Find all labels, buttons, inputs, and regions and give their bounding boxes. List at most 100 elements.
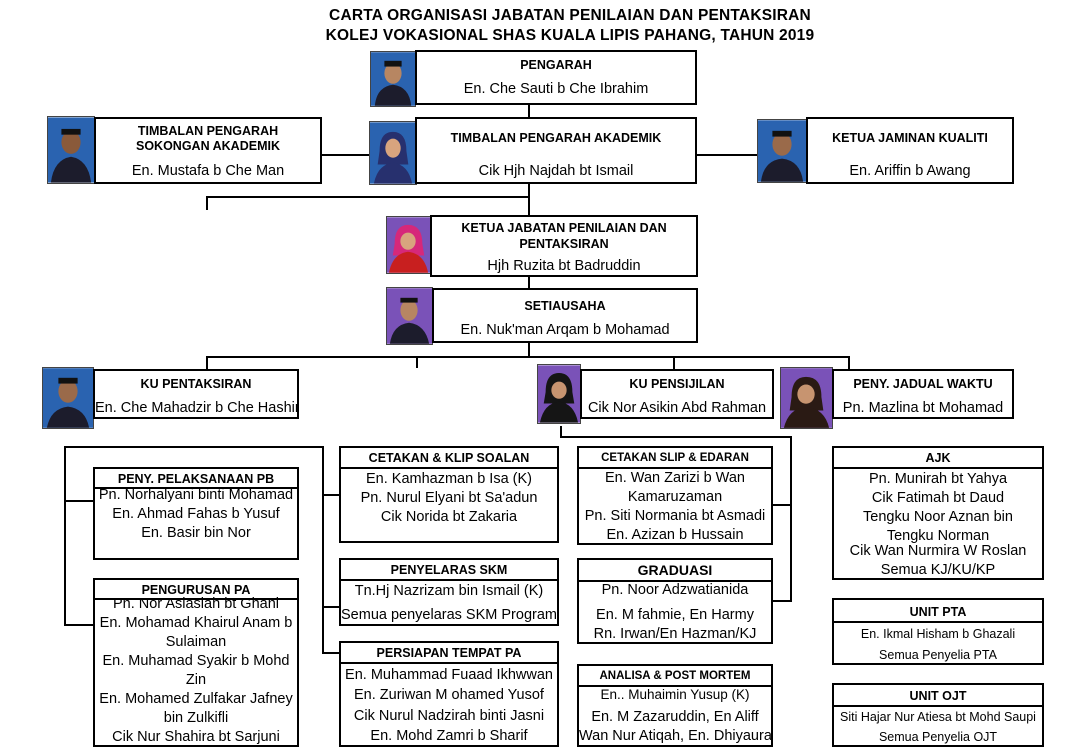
- connector-line: [206, 196, 528, 198]
- member-name: En. Zuriwan M ohamed Yusof: [354, 687, 544, 703]
- connector-line: [808, 356, 850, 358]
- member-name: En. Mohamed Zulfakar Jafney: [99, 691, 293, 707]
- box-ketua-kualiti: KETUA JAMINAN KUALITI En. Ariffin b Awan…: [806, 117, 1014, 184]
- connector-line: [64, 446, 324, 448]
- box-title: TIMBALAN PENGARAH AKADEMIK: [450, 131, 662, 145]
- member-name: Zin: [185, 672, 207, 688]
- chart-subtitle: KOLEJ VOKASIONAL SHAS KUALA LIPIS PAHANG…: [325, 27, 815, 44]
- box-title: ANALISA & POST MORTEM: [599, 670, 751, 682]
- member-name: Semua Penyelia OJT: [878, 730, 998, 744]
- box-title: KETUA JABATAN PENILAIAN DAN: [461, 221, 667, 235]
- connector-line: [772, 600, 792, 602]
- member-name: Semua penyelaras SKM Program: [341, 607, 557, 623]
- member-name: Rn. Irwan/En Hazman/KJ: [593, 626, 757, 642]
- connector-line: [528, 183, 530, 215]
- portrait-photo: [42, 367, 94, 429]
- box-title: PERSIAPAN TEMPAT PA: [376, 646, 522, 660]
- portrait-photo: [369, 121, 417, 185]
- member-name: En. Wan Zarizi b Wan: [605, 470, 745, 486]
- box-unit-pta: UNIT PTA En. Ikmal Hisham b Ghazali Semu…: [832, 598, 1044, 665]
- member-name: En. Muhamad Syakir b Mohd: [102, 653, 290, 669]
- member-name: Cik Wan Nurmira W Roslan: [849, 543, 1027, 559]
- member-name: Cik Norida bt Zakaria: [380, 509, 518, 525]
- box-analisa: ANALISA & POST MORTEM En.. Muhaimin Yusu…: [577, 664, 773, 747]
- portrait-photo: [386, 287, 433, 345]
- connector-line: [64, 624, 94, 626]
- connector-line: [322, 446, 324, 654]
- member-name: Siti Hajar Nur Atiesa bt Mohd Saupi: [840, 710, 1036, 724]
- box-title: PENYELARAS SKM: [390, 563, 508, 577]
- portrait-photo: [537, 364, 581, 424]
- member-name: En. Muhammad Fuaad Ikhwwan: [345, 667, 553, 683]
- connector-line: [322, 652, 340, 654]
- box-persiapan-pa: PERSIAPAN TEMPAT PA En. Muhammad Fuaad I…: [339, 641, 559, 747]
- box-title: SETIAUSAHA: [524, 299, 606, 313]
- portrait-photo: [386, 216, 431, 274]
- member-name: Sulaiman: [165, 634, 227, 650]
- member-name: Cik Nur Shahira bt Sarjuni: [112, 729, 280, 745]
- box-tp-sokongan: TIMBALAN PENGARAH SOKONGAN AKADEMIK En. …: [94, 117, 322, 184]
- box-title: SOKONGAN AKADEMIK: [136, 139, 280, 153]
- box-pengurusan-pa: PENGURUSAN PA Pn. Nor Aslasiah bt Ghani …: [93, 578, 299, 747]
- connector-line: [560, 426, 562, 438]
- box-title: CETAKAN SLIP & EDARAN: [601, 452, 749, 464]
- box-title: KETUA JAMINAN KUALITI: [832, 131, 988, 145]
- person-name: En. Ariffin b Awang: [849, 163, 971, 179]
- connector-line: [206, 196, 208, 210]
- chart-title: CARTA ORGANISASI JABATAN PENILAIAN DAN P…: [329, 7, 811, 24]
- box-pelaksanaan-pb: PENY. PELAKSANAAN PB Pn. Norhalyani bint…: [93, 467, 299, 560]
- portrait-photo: [47, 116, 95, 184]
- box-pengarah: PENGARAH En. Che Sauti b Che Ibrahim: [415, 50, 697, 105]
- person-name: En. Che Sauti b Che Ibrahim: [463, 81, 649, 97]
- box-title: KU PENSIJILAN: [629, 377, 725, 391]
- connector-line: [64, 500, 94, 502]
- box-setiausaha: SETIAUSAHA En. Nuk'man Arqam b Mohamad: [432, 288, 698, 343]
- member-name: Tengku Noor Aznan bin: [863, 509, 1013, 525]
- member-name: En. M fahmie, En Harmy: [596, 607, 754, 623]
- box-title: CETAKAN & KLIP SOALAN: [368, 451, 530, 465]
- connector-line: [206, 356, 208, 370]
- person-name: Cik Hjh Najdah bt Ismail: [478, 163, 634, 179]
- person-name: Cik Nor Asikin Abd Rahman: [587, 400, 767, 416]
- person-name: Pn. Mazlina bt Mohamad: [842, 400, 1004, 416]
- portrait-photo: [370, 51, 416, 107]
- member-name: Semua Penyelia PTA: [879, 648, 997, 662]
- member-name: Cik Nurul Nadzirah binti Jasni: [353, 708, 545, 724]
- person-name: En. Mustafa b Che Man: [131, 163, 285, 179]
- box-title: PENTAKSIRAN: [519, 237, 609, 251]
- member-name: Semua KJ/KU/KP: [880, 562, 996, 578]
- member-name: Pn. Siti Normania bt Asmadi: [584, 508, 766, 524]
- box-title: PENGARAH: [520, 58, 592, 72]
- box-penyelaras-skm: PENYELARAS SKM Tn.Hj Nazrizam bin Ismail…: [339, 558, 559, 626]
- box-title: UNIT OJT: [909, 689, 967, 703]
- member-name: Pn. Nor Aslasiah bt Ghani: [112, 596, 280, 612]
- member-name: En.. Muhaimin Yusup (K): [600, 687, 750, 702]
- member-name: En. M Zazaruddin, En Aliff: [591, 709, 759, 725]
- member-name: Tn.Hj Nazrizam bin Ismail (K): [354, 583, 544, 599]
- connector-line: [848, 356, 850, 370]
- member-name: Kamaruzaman: [627, 489, 723, 505]
- connector-line: [790, 436, 792, 602]
- member-name: En. Ahmad Fahas b Yusuf: [112, 506, 280, 522]
- connector-line: [528, 104, 530, 118]
- box-title: AJK: [925, 451, 951, 465]
- connector-line: [528, 276, 530, 288]
- box-tp-akademik: TIMBALAN PENGARAH AKADEMIK Cik Hjh Najda…: [415, 117, 697, 184]
- connector-line: [528, 342, 530, 356]
- portrait-photo: [757, 119, 807, 183]
- box-title: PENY. JADUAL WAKTU: [853, 377, 993, 391]
- person-name: En. Nuk'man Arqam b Mohamad: [460, 322, 670, 338]
- connector-line: [322, 606, 340, 608]
- member-name: Wan Nur Atiqah, En. Dhiyaurah: [579, 728, 773, 744]
- member-name: En. Azizan b Hussain: [606, 527, 744, 543]
- connector-line: [322, 494, 340, 496]
- box-title: UNIT PTA: [909, 605, 967, 619]
- box-title: KU PENTAKSIRAN: [140, 377, 252, 391]
- box-title: PENGURUSAN PA: [141, 583, 251, 597]
- member-name: En. Mohd Zamri b Sharif: [370, 728, 528, 744]
- box-ku-pensijilan: KU PENSIJILAN Cik Nor Asikin Abd Rahman: [580, 369, 774, 419]
- connector-line: [560, 436, 792, 438]
- member-name: Pn. Noor Adzwatianida: [601, 582, 749, 598]
- portrait-photo: [780, 367, 833, 429]
- member-name: Cik Fatimah bt Daud: [871, 490, 1005, 506]
